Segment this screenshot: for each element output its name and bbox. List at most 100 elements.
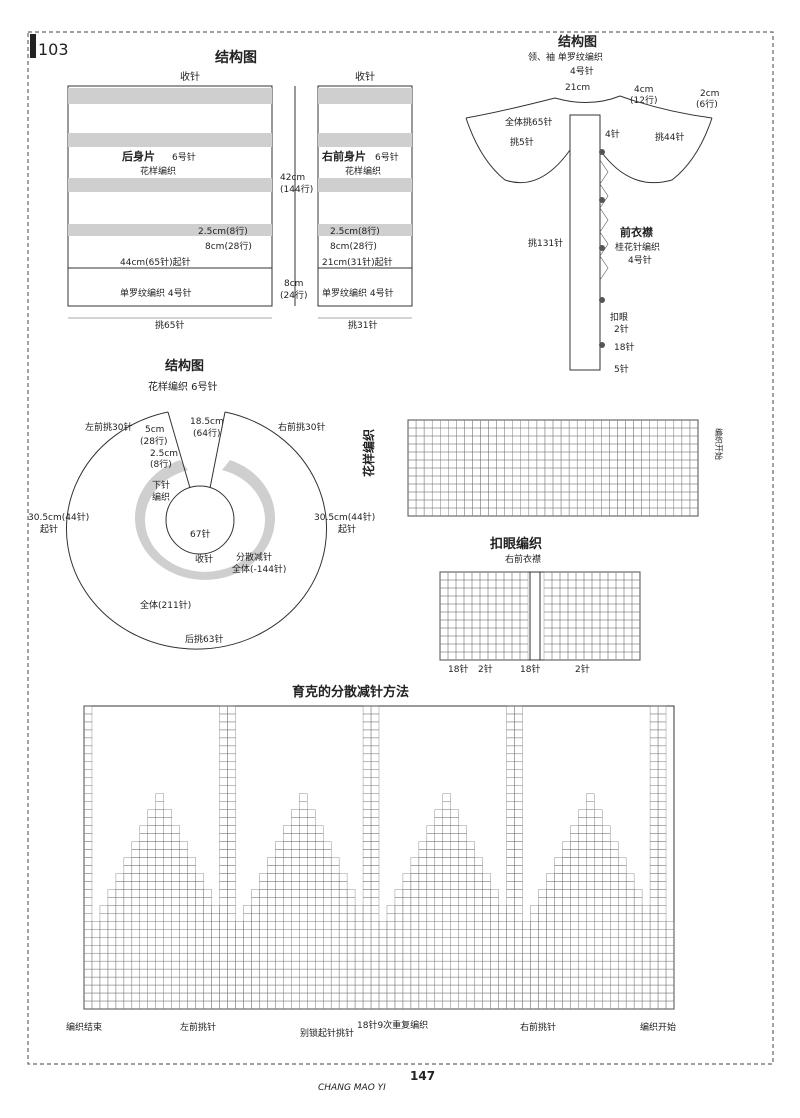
grid-cell <box>471 619 481 629</box>
grid-cell <box>617 976 627 986</box>
grid-cell <box>450 984 459 994</box>
grid-cell <box>560 507 570 517</box>
grid-cell <box>689 507 699 517</box>
grid-cell <box>546 945 555 954</box>
grid-cell <box>464 483 473 493</box>
grid-cell <box>488 435 497 445</box>
grid-cell <box>115 992 125 1002</box>
grid-cell <box>139 841 148 850</box>
grid-cell <box>283 825 292 834</box>
grid-cell <box>330 929 340 938</box>
grid-cell <box>567 643 577 653</box>
grid-cell <box>482 952 491 962</box>
grid-cell <box>211 929 220 938</box>
grid-cell <box>362 809 372 818</box>
grid-cell <box>434 897 443 906</box>
grid-cell <box>649 968 659 978</box>
grid-cell <box>601 507 610 517</box>
back-cast: 44cm(65针)起针 <box>120 256 191 268</box>
grid-cell <box>370 777 380 786</box>
grid-cell <box>657 873 667 882</box>
grid-cell <box>418 976 428 986</box>
grid-cell <box>447 571 457 581</box>
grid-cell <box>495 587 505 597</box>
grid-cell <box>147 984 156 994</box>
grid-cell <box>83 929 93 938</box>
grid-cell <box>155 881 164 890</box>
grid-cell <box>633 475 642 485</box>
grid-cell <box>267 889 276 898</box>
grid-cell <box>649 984 659 994</box>
grid-cell <box>490 889 499 898</box>
grid-cell <box>546 889 555 898</box>
grid-cell <box>139 913 148 922</box>
grid-cell <box>546 968 555 978</box>
grid-cell <box>407 507 417 517</box>
grid-cell <box>466 865 475 874</box>
grid-cell <box>123 937 133 946</box>
grid-cell <box>394 929 404 938</box>
grid-cell <box>506 960 515 970</box>
grid-cell <box>434 841 443 850</box>
grid-cell <box>291 873 300 882</box>
grid-cell <box>179 897 188 906</box>
grid-cell <box>275 929 284 938</box>
grid-cell <box>610 881 619 890</box>
grid-cell <box>307 881 316 890</box>
grid-cell <box>259 897 268 906</box>
grid-cell <box>575 595 585 605</box>
grid-cell <box>115 1000 125 1010</box>
grid-cell <box>474 905 483 914</box>
grid-cell <box>490 929 499 938</box>
grid-cell <box>107 889 117 898</box>
grid-cell <box>665 976 675 986</box>
grid-cell <box>315 881 324 890</box>
grid-cell <box>251 913 260 922</box>
grid-cell <box>346 968 356 978</box>
grid-cell <box>338 929 348 938</box>
grid-cell <box>407 419 417 429</box>
grid-cell <box>227 761 236 770</box>
grid-cell <box>514 713 523 723</box>
grid-cell <box>410 921 420 930</box>
grid-cell <box>594 889 603 898</box>
grid-cell <box>455 651 465 661</box>
grid-cell <box>522 1000 531 1010</box>
grid-cell <box>251 952 260 962</box>
grid-cell <box>458 905 467 914</box>
grid-cell <box>511 603 521 613</box>
grid-cell <box>665 929 675 938</box>
grid-cell <box>657 785 667 794</box>
grid-cell <box>431 483 441 493</box>
grid-cell <box>91 976 101 986</box>
grid-cell <box>123 968 133 978</box>
grid-cell <box>163 897 172 906</box>
grid-cell <box>488 467 497 477</box>
grid-cell <box>131 992 141 1002</box>
grid-cell <box>487 619 497 629</box>
grid-cell <box>450 968 459 978</box>
grid-cell <box>482 960 491 970</box>
grid-cell <box>83 777 93 786</box>
grid-cell <box>346 1000 356 1010</box>
grid-cell <box>291 937 300 946</box>
grid-cell <box>440 475 449 485</box>
grid-cell <box>458 952 467 962</box>
grid-cell <box>386 937 396 946</box>
grid-cell <box>291 921 300 930</box>
grid-cell <box>187 873 196 882</box>
grid-cell <box>480 499 489 509</box>
yoke-a2: (64行) <box>193 427 220 439</box>
grid-cell <box>657 499 666 509</box>
grid-cell <box>593 491 602 501</box>
grid-cell <box>211 984 220 994</box>
grid-cell <box>657 809 667 818</box>
grid-cell <box>386 921 396 930</box>
grid-cell <box>283 968 292 978</box>
grid-cell <box>649 721 659 731</box>
grid-cell <box>227 873 236 882</box>
grid-cell <box>147 865 156 874</box>
grid-cell <box>139 905 148 914</box>
grid-cell <box>617 984 627 994</box>
grid-cell <box>602 841 611 850</box>
